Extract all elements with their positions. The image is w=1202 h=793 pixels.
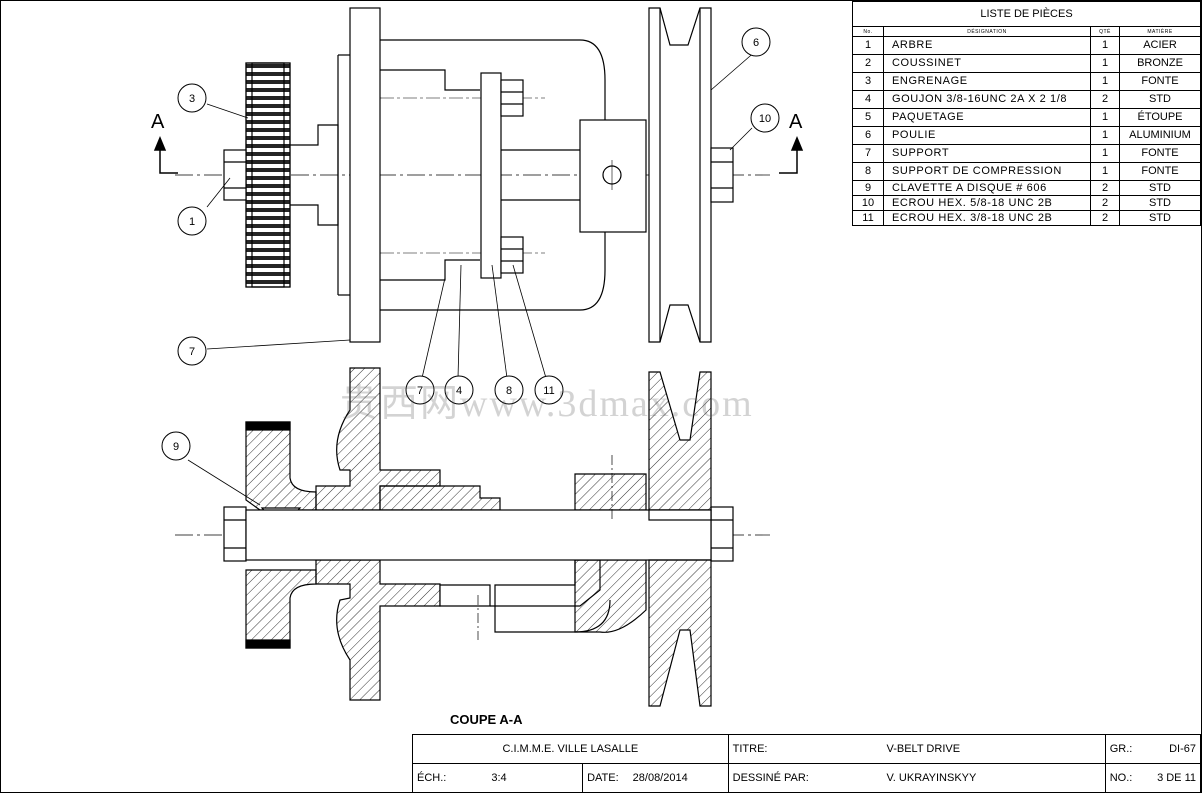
balloon-10: 10	[759, 113, 771, 125]
balloon-11: 11	[543, 385, 554, 397]
pulley	[648, 7, 712, 343]
col-qty: QTÉ	[1090, 26, 1120, 37]
leader-lines	[187, 49, 758, 506]
title-block: C.I.M.M.E. VILLE LASALLE TITRE: V-BELT D…	[411, 734, 1201, 793]
date-label: DATE:	[587, 772, 619, 784]
col-material: MATIÈRE	[1119, 26, 1201, 37]
section-view	[175, 367, 770, 707]
nut-left	[223, 149, 247, 201]
nut-right	[710, 147, 734, 203]
shaft	[245, 509, 712, 561]
scale-label: ÉCH.:	[417, 772, 447, 784]
number-label: NO.:	[1104, 763, 1153, 793]
balloon-1: 1	[189, 216, 195, 228]
parts-list-table: LISTE DE PIÈCES No. DÉSIGNATION QTÉ MATI…	[852, 1, 1201, 226]
scale-value: 3:4	[491, 772, 507, 784]
pulley-hub	[579, 119, 647, 233]
section-mark-left: A	[151, 111, 165, 133]
balloons	[161, 27, 780, 461]
title-value: V-BELT DRIVE	[882, 734, 1106, 764]
balloon-3: 3	[189, 93, 195, 105]
drawn-by-label: DESSINÉ PAR:	[727, 763, 883, 793]
group-value: DI-67	[1152, 734, 1201, 764]
section-caption: COUPE A-A	[450, 712, 523, 727]
balloon-7-support: 7	[189, 346, 195, 358]
group-label: GR.:	[1104, 734, 1153, 764]
compression-plate	[480, 72, 502, 279]
number-value: 3 DE 11	[1152, 763, 1201, 793]
support-flange	[349, 7, 381, 343]
section-mark-right: A	[789, 111, 803, 133]
watermark-text: 贵西网www.3dmax.com	[340, 383, 754, 425]
title-label: TITRE:	[727, 734, 883, 764]
drawn-by-value: V. UKRAYINSKYY	[882, 763, 1106, 793]
date-value: 28/08/2014	[632, 772, 688, 784]
balloon-9: 9	[173, 441, 179, 453]
balloon-6: 6	[753, 37, 759, 49]
parts-list-title: LISTE DE PIÈCES	[852, 1, 1201, 27]
col-designation: DÉSIGNATION	[883, 26, 1091, 37]
balloon-8: 8	[506, 385, 512, 397]
school-name: C.I.M.M.E. VILLE LASALLE	[412, 734, 729, 764]
section-arrows	[153, 136, 804, 174]
top-view	[175, 7, 770, 343]
balloon-7-lower: 7	[417, 385, 423, 397]
col-no: No.	[852, 26, 884, 37]
balloon-4: 4	[456, 385, 462, 397]
